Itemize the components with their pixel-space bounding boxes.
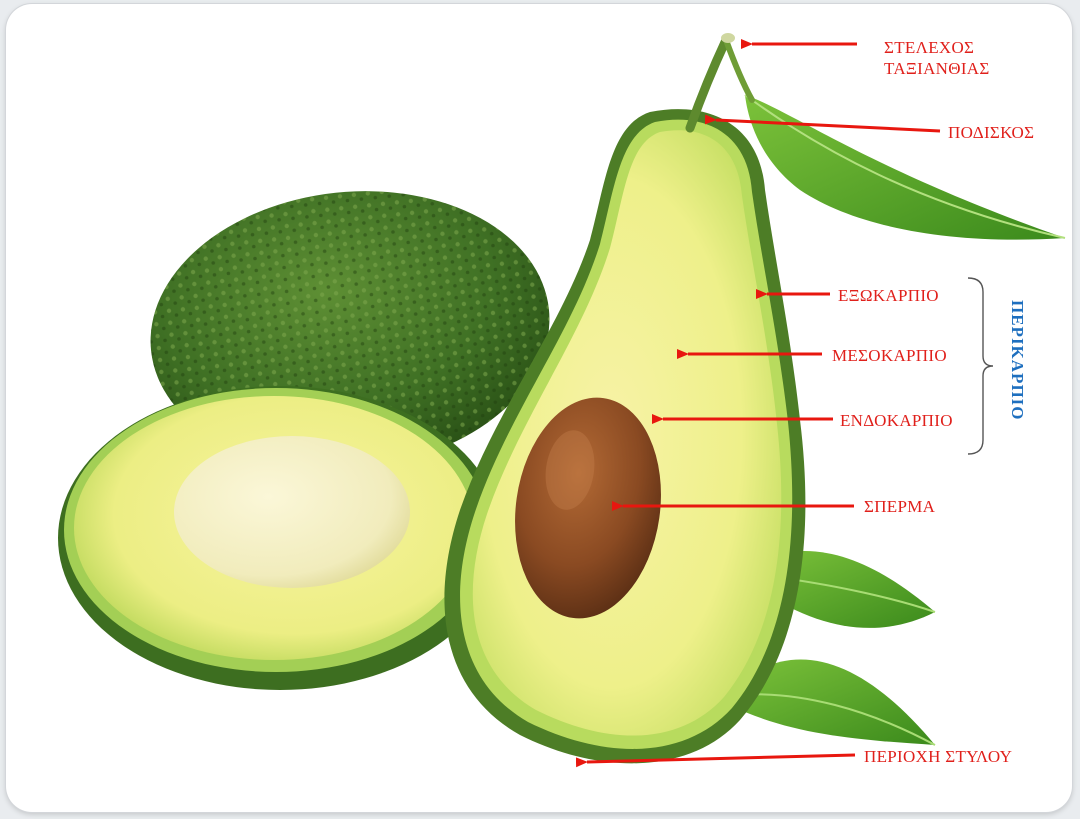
label-mesocarp: ΜΕΣΟΚΑΡΠΙΟ bbox=[832, 345, 947, 366]
label-pedicel: ΠΟΔΙΣΚΟΣ bbox=[948, 122, 1034, 143]
label-stem-line1: ΣΤΕΛΕΧΟΣ bbox=[884, 37, 990, 58]
left-half-avocado bbox=[58, 386, 502, 690]
label-pericarp: ΠΕΡΙΚΑΡΠΙΟ bbox=[1003, 300, 1027, 421]
label-exocarp: ΕΞΩΚΑΡΠΙΟ bbox=[838, 285, 939, 306]
label-seed: ΣΠΕΡΜΑ bbox=[864, 496, 935, 517]
label-stem: ΣΤΕΛΕΧΟΣ ΤΑΞΙΑΝΘΙΑΣ bbox=[884, 37, 990, 79]
pericarp-bracket bbox=[968, 278, 993, 454]
label-endocarp: ΕΝΔΟΚΑΡΠΙΟ bbox=[840, 410, 953, 431]
label-style-region: ΠΕΡΙΟΧΗ ΣΤΥΛΟΥ bbox=[864, 746, 1012, 767]
right-half-avocado bbox=[444, 109, 805, 763]
arrow-pedicel bbox=[716, 120, 940, 131]
label-stem-line2: ΤΑΞΙΑΝΘΙΑΣ bbox=[884, 58, 990, 79]
